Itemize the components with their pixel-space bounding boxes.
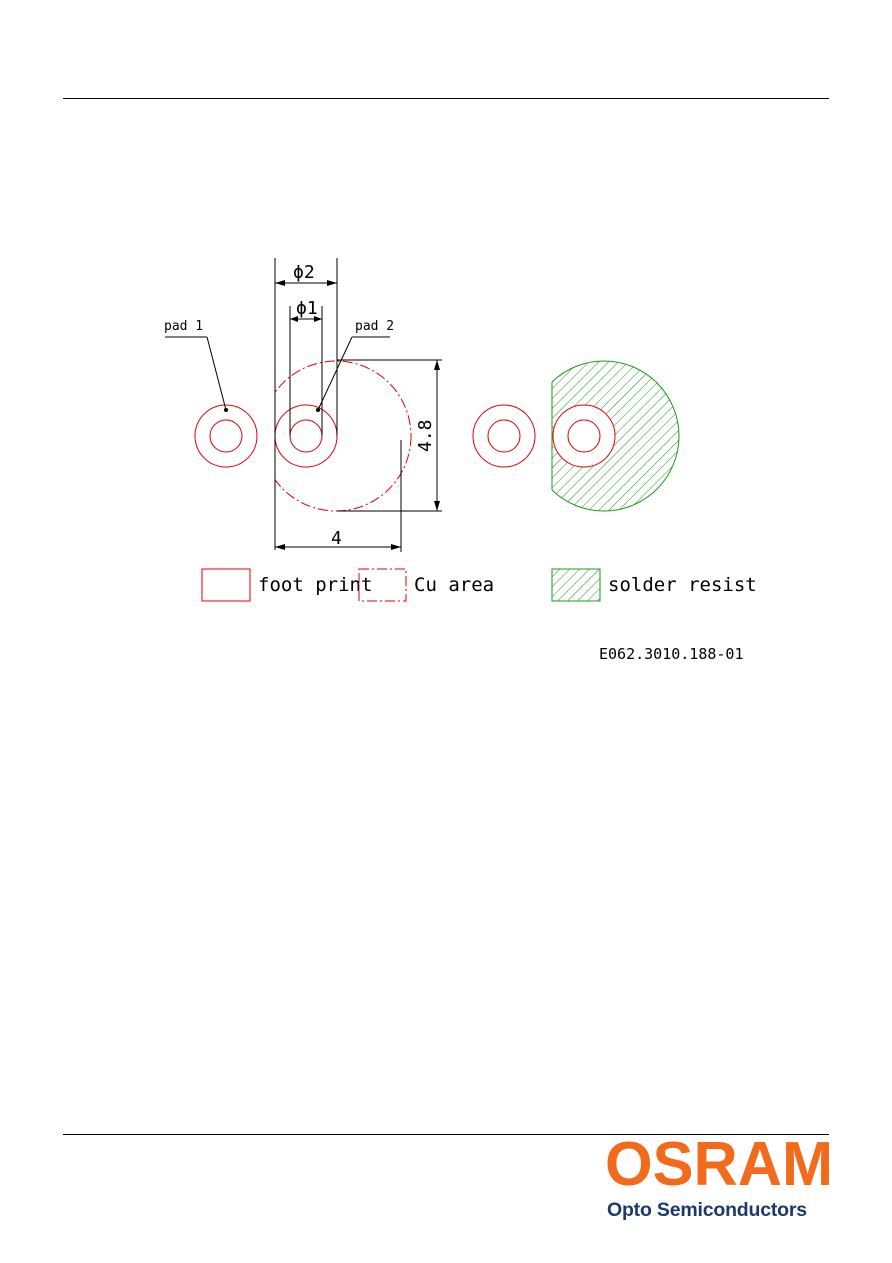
brand-wordmark: OSRAM <box>605 1133 833 1191</box>
cu-area-outline <box>275 360 412 512</box>
legend-solder-resist-label: solder resist <box>608 574 757 596</box>
dim-height: 4.8 <box>415 419 436 452</box>
legend-cu-area-swatch <box>358 568 407 602</box>
legend-cu-area-label: Cu area <box>414 574 494 596</box>
legend-footprint-swatch <box>201 568 251 602</box>
pad3-footprint <box>472 404 536 468</box>
dim-width: 4 <box>331 528 342 549</box>
dimension-lines <box>165 258 442 552</box>
dim-phi1: ϕ1 <box>296 298 318 319</box>
legend-solder-resist-swatch <box>551 568 601 602</box>
footer-rule <box>63 1134 829 1135</box>
drawing-number: E062.3010.188-01 <box>599 645 744 663</box>
pad4-footprint <box>552 404 616 468</box>
osram-logo: OSRAM <box>605 1133 833 1191</box>
dimension-arrows <box>224 280 440 550</box>
pad2-label: pad 2 <box>355 319 394 334</box>
legend-footprint-label: foot print <box>258 574 372 596</box>
pad2-footprint <box>274 404 338 468</box>
pad1-footprint <box>194 404 258 468</box>
brand-subtitle: Opto Semiconductors <box>607 1199 807 1221</box>
dim-phi2: ϕ2 <box>293 262 315 283</box>
pad1-label: pad 1 <box>164 319 203 334</box>
header-rule <box>63 98 829 99</box>
